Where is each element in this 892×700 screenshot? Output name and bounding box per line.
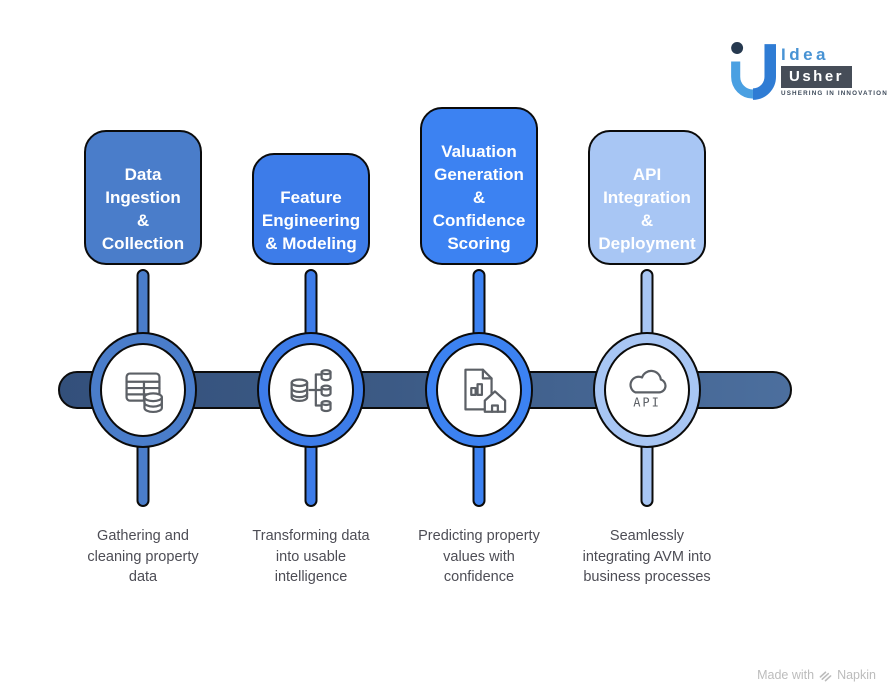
step-title-box: Data Ingestion & Collection bbox=[84, 130, 202, 265]
step-title-box: Valuation Generation & Confidence Scorin… bbox=[420, 107, 538, 265]
step-title-box: API Integration & Deployment bbox=[588, 130, 706, 265]
step-description: Transforming data into usable intelligen… bbox=[252, 528, 370, 585]
cloud-api-icon: API bbox=[629, 369, 667, 409]
timeline-node bbox=[89, 332, 197, 448]
valuation-report-icon bbox=[464, 368, 507, 413]
step-description: Predicting property values with confiden… bbox=[418, 528, 540, 585]
data-transform-icon bbox=[290, 369, 332, 413]
timeline-node: API bbox=[593, 332, 701, 448]
step-title: Feature Engineering & Modeling bbox=[261, 188, 361, 253]
brand-name-top: Idea bbox=[781, 45, 830, 64]
napkin-logo-icon bbox=[819, 670, 832, 681]
made-with-napkin: Made with Napkin bbox=[757, 668, 876, 682]
svg-text:API: API bbox=[633, 395, 661, 409]
timeline-node bbox=[257, 332, 365, 448]
ideausher-monogram-icon bbox=[731, 42, 776, 100]
brand-tagline: USHERING IN INNOVATION bbox=[781, 90, 888, 97]
step-description: Seamlessly integrating AVM into business… bbox=[582, 528, 712, 585]
step-title: API Integration & Deployment bbox=[598, 165, 696, 253]
brand-name-bottom: Usher bbox=[781, 66, 853, 88]
step-feature-engineering: Feature Engineering & Modeling bbox=[226, 0, 396, 700]
step-title-box: Feature Engineering & Modeling bbox=[252, 153, 370, 265]
step-data-ingestion: Data Ingestion & Collection Gathering an… bbox=[58, 0, 228, 700]
step-valuation-generation: Valuation Generation & Confidence Scorin… bbox=[394, 0, 564, 700]
footer-brand: Napkin bbox=[837, 668, 876, 682]
table-database-icon bbox=[125, 372, 163, 414]
brand-logo: Idea Usher USHERING IN INNOVATION bbox=[728, 38, 888, 106]
step-title: Valuation Generation & Confidence Scorin… bbox=[432, 142, 526, 253]
timeline-node bbox=[425, 332, 533, 448]
step-description: Gathering and cleaning property data bbox=[87, 528, 199, 585]
step-api-integration: API Integration & Deployment API Seamles… bbox=[562, 0, 732, 700]
step-title: Data Ingestion & Collection bbox=[101, 165, 185, 253]
footer-prefix: Made with bbox=[757, 668, 815, 682]
